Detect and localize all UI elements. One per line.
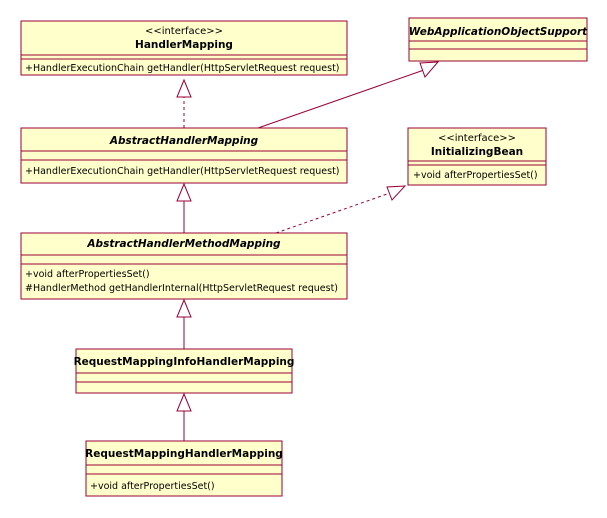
class-request-mapping-info-handler-mapping[interactable]: RequestMappingInfoHandlerMapping (74, 348, 295, 394)
class-name: HandlerMapping (135, 39, 233, 51)
realization-arrowhead (386, 185, 407, 201)
class-stereotype: <<interface>> (438, 133, 516, 144)
class-method: +void afterPropertiesSet() (25, 269, 150, 280)
generalization-arrowhead (419, 61, 440, 78)
generalization-request-mapping-handler-to-request-mapping-info (176, 392, 192, 441)
generalization-abstract-handler-mapping-to-web-application-object-support (257, 61, 440, 129)
class-name: WebApplicationObjectSupport (409, 26, 588, 38)
realization-abstract-handler-mapping-to-handler-mapping (176, 78, 192, 128)
class-web-application-object-support[interactable]: WebApplicationObjectSupport (408, 17, 588, 62)
class-name: RequestMappingInfoHandlerMapping (74, 356, 295, 368)
class-abstract-handler-method-mapping[interactable]: AbstractHandlerMethodMapping +void after… (20, 232, 348, 300)
class-initializing-bean[interactable]: <<interface>> InitializingBean +void aft… (407, 127, 547, 186)
class-method: #HandlerMethod getHandlerInternal(HttpSe… (25, 283, 338, 294)
class-name: AbstractHandlerMethodMapping (86, 238, 281, 250)
generalization-arrowhead (176, 392, 192, 412)
generalization-abstract-handler-method-mapping-to-abstract-handler-mapping (176, 182, 192, 233)
class-request-mapping-handler-mapping[interactable]: RequestMappingHandlerMapping +void after… (85, 440, 283, 497)
class-method: +void afterPropertiesSet() (90, 481, 215, 492)
class-name: AbstractHandlerMapping (109, 135, 259, 147)
class-method: +HandlerExecutionChain getHandler(HttpSe… (25, 63, 340, 74)
class-method: +HandlerExecutionChain getHandler(HttpSe… (25, 166, 340, 177)
generalization-arrowhead (176, 298, 192, 318)
class-name: InitializingBean (431, 146, 523, 158)
generalization-arrowhead (176, 182, 192, 202)
class-method: +void afterPropertiesSet() (413, 170, 538, 181)
realization-arrowhead (176, 78, 192, 98)
class-name: RequestMappingHandlerMapping (85, 448, 283, 460)
realization-abstract-handler-method-mapping-to-initializing-bean (275, 185, 407, 234)
class-stereotype: <<interface>> (145, 26, 223, 37)
generalization-request-mapping-info-to-abstract-handler-method-mapping (176, 298, 192, 349)
class-abstract-handler-mapping[interactable]: AbstractHandlerMapping +HandlerExecution… (20, 127, 348, 184)
class-handler-mapping[interactable]: <<interface>> HandlerMapping +HandlerExe… (20, 20, 348, 76)
